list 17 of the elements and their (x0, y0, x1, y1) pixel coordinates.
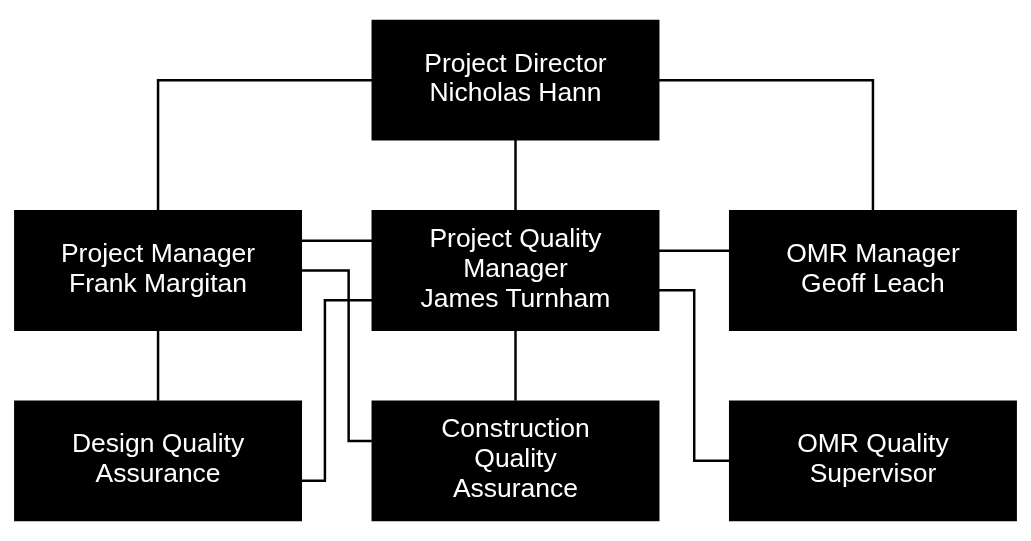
connector (301, 299, 373, 482)
connector (658, 249, 730, 252)
node-box: Project Quality Manager James Turnham (371, 210, 660, 331)
node-box: Construction Quality Assurance (371, 400, 660, 522)
connector (156, 330, 160, 401)
connector (301, 239, 373, 242)
connector (301, 269, 372, 443)
node-box: OMR Manager Geoff Leach (728, 210, 1017, 331)
node-box: Design Quality Assurance (14, 400, 303, 522)
connector (156, 78, 373, 211)
connector (514, 139, 517, 211)
connector (658, 78, 875, 211)
connector (514, 330, 517, 401)
node-box: Project Director Nicholas Hann (371, 19, 660, 141)
connector (658, 289, 730, 463)
node-box: Project Manager Frank Margitan (14, 210, 303, 331)
node-box: OMR Quality Supervisor (728, 400, 1017, 522)
